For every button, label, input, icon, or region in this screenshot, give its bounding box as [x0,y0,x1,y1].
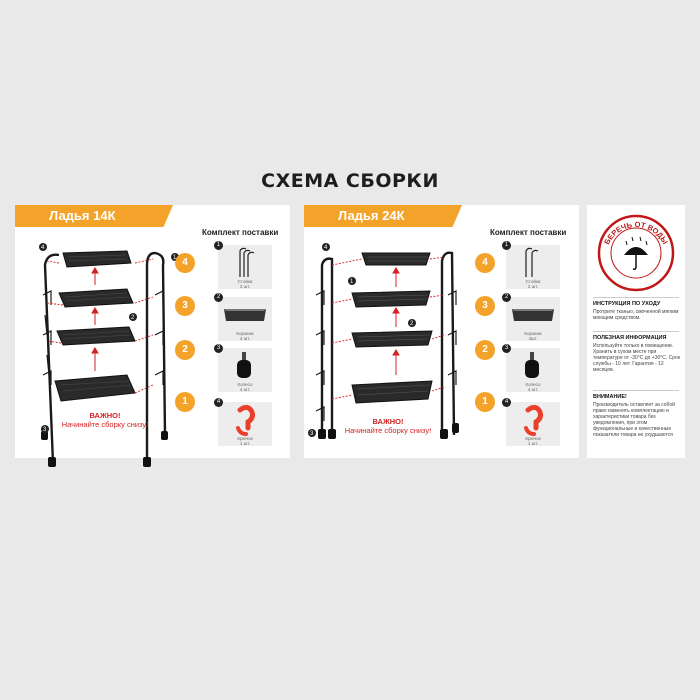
svg-text:3: 3 [43,427,47,433]
rack-post-icon [239,247,255,277]
part-number: 1 [214,241,223,250]
step-4-badge: 4 [475,253,495,273]
kit-title: Комплект поставки [202,228,279,237]
warning-text: Начинайте сборку снизу! [344,426,432,435]
step-3-badge: 3 [175,296,195,316]
svg-text:4: 4 [41,245,45,251]
svg-text:2: 2 [131,315,135,321]
wheel-icon [237,352,251,378]
divider [593,331,679,332]
warning-title: ВАЖНО! [372,417,404,426]
part-number: 4 [214,398,223,407]
model-banner: Ладья 14К [15,205,173,227]
kit-title: Комплект поставки [490,228,567,237]
assembly-warning: ВАЖНО! Начинайте сборку снизу! [328,417,448,435]
basket-icon [512,309,554,321]
basket-icon [224,309,266,321]
svg-text:1: 1 [350,279,354,285]
care-panel: БЕРЕЧЬ ОТ ВОДЫ ИНСТРУКЦИЯ ПО УХОДУ Протр… [587,205,685,458]
page-title: СХЕМА СБОРКИ [261,170,439,192]
step-2-badge: 2 [475,340,495,360]
part-number: 3 [502,344,511,353]
keep-dry-stamp: БЕРЕЧЬ ОТ ВОДЫ [597,214,675,292]
model-name: Ладья 24К [338,208,405,223]
part-number: 2 [214,293,223,302]
warning-text: Начинайте сборку снизу! [61,420,149,429]
part-number: 3 [214,344,223,353]
svg-text:3: 3 [310,431,314,437]
shelf-diagram-24k: 4 1 2 3 [308,243,459,439]
step-1-badge: 1 [475,392,495,412]
divider [593,390,679,391]
attention-text: Производитель оставляет за собой право и… [593,402,675,438]
rack-post-icon [525,247,539,277]
assembly-warning: ВАЖНО! Начинайте сборку снизу! [55,411,155,429]
part-number: 4 [502,398,511,407]
care-text: Протрите тканью, смоченной мягким моющим… [593,309,679,321]
step-1-badge: 1 [175,392,195,412]
care-heading: ИНСТРУКЦИЯ ПО УХОДУ [593,301,661,307]
step-3-badge: 3 [475,296,495,316]
divider [593,297,679,298]
attention-heading: ВНИМАНИЕ! [593,394,627,400]
warning-title: ВАЖНО! [89,411,121,420]
assembly-panel-14k: Ладья 14К Комплект поставки [15,205,290,467]
wheel-icon [525,352,539,378]
part-number: 1 [502,241,511,250]
model-banner: Ладья 24К [304,205,462,227]
model-name: Ладья 14К [49,208,116,223]
svg-text:2: 2 [410,321,414,327]
step-2-badge: 2 [175,340,195,360]
info-heading: ПОЛЕЗНАЯ ИНФОРМАЦИЯ [593,335,667,341]
shelf-diagram-14k: 4 1 2 3 [39,243,179,467]
info-text: Используйте только в помещении. Хранить … [593,343,681,373]
umbrella-icon [624,236,648,270]
hook-icon [524,404,543,436]
assembly-panel-24k: Ладья 24К Комплект поставки [304,205,579,458]
step-4-badge: 4 [175,253,195,273]
part-number: 2 [502,293,511,302]
hook-icon [236,404,255,436]
svg-text:4: 4 [324,245,328,251]
